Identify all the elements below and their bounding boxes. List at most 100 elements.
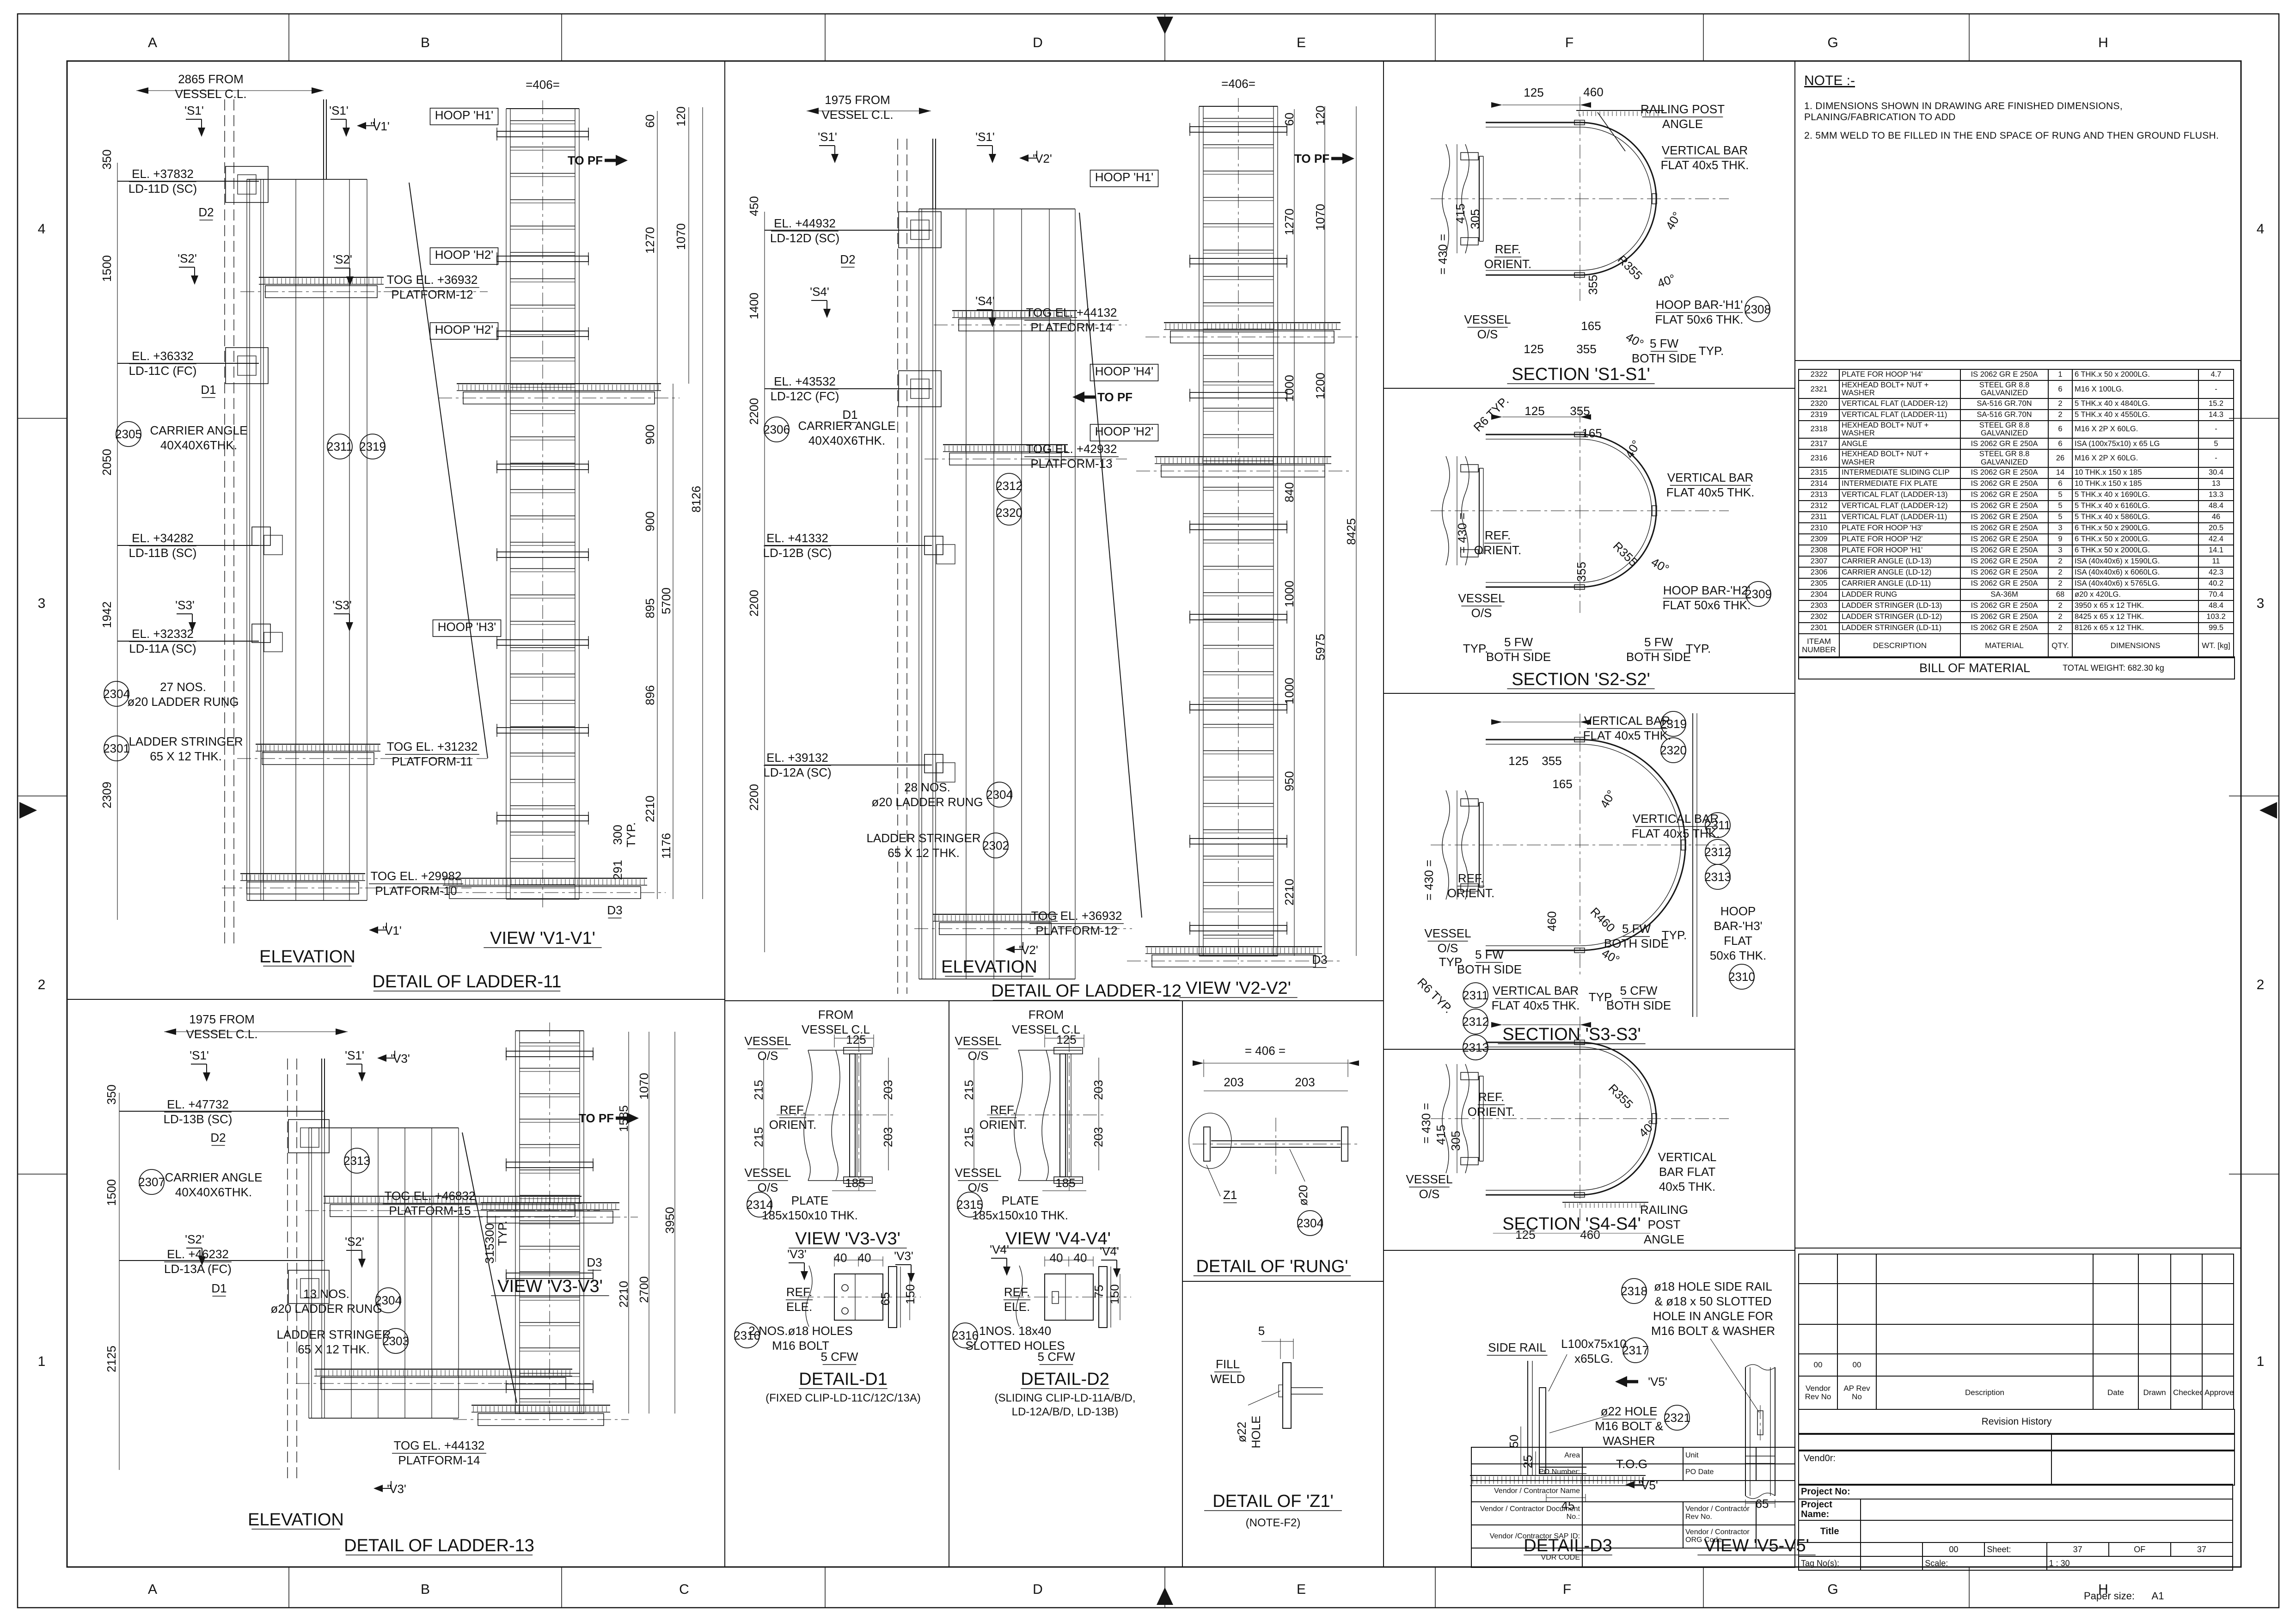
annotation: VERTICAL: [1658, 1150, 1717, 1164]
annotation: O/S: [1477, 327, 1498, 341]
bom-cell: 11: [2198, 555, 2234, 568]
bom-cell: 13: [2198, 477, 2234, 490]
bom-cell: 6: [2048, 477, 2073, 490]
annotation: VESSEL: [955, 1166, 1001, 1180]
bom-cell: 42.4: [2198, 533, 2234, 545]
bom-cell: IS 2062 GR E 250A: [1960, 611, 2049, 623]
dimension-text: 1200: [1313, 373, 1327, 399]
zone-letter-bottom: G: [1827, 1582, 1838, 1597]
bom-cell: 2: [2048, 398, 2073, 410]
bom-cell: 5: [2198, 438, 2234, 450]
zone-letter-bottom: H: [2098, 1582, 2108, 1597]
annotation: 5 FW: [1504, 635, 1533, 649]
annotation: ORIENT.: [1484, 257, 1532, 271]
annotation: LD-12B (SC): [763, 546, 832, 560]
annotation: O/S: [1419, 1187, 1440, 1201]
section-marker: 'S3': [175, 598, 195, 612]
bom-cell: ISA (40x40x6) x 5765LG.: [2072, 577, 2199, 590]
bom-cell: 4.7: [2198, 369, 2234, 381]
dimension-text: 40°: [1663, 209, 1684, 232]
zone-letter-bottom: A: [148, 1582, 157, 1597]
annotation: ORIENT.: [769, 1118, 817, 1132]
zone-letter-bottom: C: [679, 1582, 689, 1597]
balloon-ref: 2304: [103, 687, 130, 701]
annotation: PLATE: [791, 1194, 828, 1207]
bom-cell: M16 X 2P X 60LG.: [2072, 420, 2199, 439]
balloon-ref: 2319: [1660, 717, 1687, 731]
annotation: EL. +44932: [774, 216, 836, 230]
balloon-ref: 2311: [1463, 988, 1488, 1002]
bom-cell: SA-36M: [1960, 588, 2049, 601]
annotation: ø20 LADDER RUNG: [270, 1302, 382, 1316]
annotation: 1NOS. 18x40: [979, 1324, 1051, 1338]
annotation: VESSEL C.L.: [821, 108, 893, 122]
bom-cell: 3: [2048, 544, 2073, 557]
bom-cell: VERTICAL FLAT (LADDER-12): [1839, 398, 1961, 410]
annotation: HOOP BAR-'H1': [1656, 298, 1743, 312]
bom-cell: 2: [2048, 555, 2073, 568]
annotation: VESSEL C.L.: [186, 1027, 257, 1041]
bom-cell: CARRIER ANGLE (LD-12): [1839, 566, 1961, 579]
bom-cell: SA-516 GR.70N: [1960, 398, 2049, 410]
section-marker: 'V4': [990, 1243, 1009, 1256]
annotation: REF.: [990, 1103, 1016, 1117]
hoop-tag: HOOP 'H3': [438, 620, 496, 634]
dimension-text: = 430 =: [1436, 234, 1450, 275]
annotation: M16 BOLT &: [1595, 1419, 1663, 1433]
bom-header-cell: DIMENSIONS: [2072, 633, 2199, 658]
annotation: 5 FW: [1650, 337, 1679, 350]
bom-cell: 14.3: [2198, 409, 2234, 421]
annotation: TO PF: [579, 1111, 614, 1125]
bom-cell: 5 THK.x 40 x 1690LG.: [2072, 489, 2199, 501]
info-row: Vendor / Contractor Name: [1471, 1480, 1795, 1502]
annotation: 185x150x10 THK.: [762, 1208, 858, 1222]
annotation: TOG EL. +42932: [1026, 442, 1117, 456]
annotation: 5: [1258, 1324, 1265, 1338]
bom-cell: 2319: [1798, 409, 1840, 421]
annotation: 40X40X6THK.: [175, 1185, 252, 1199]
dimension-text: 2210: [617, 1281, 631, 1308]
bom-cell: 6 THK.x 50 x 2900LG.: [2072, 522, 2199, 534]
annotation: 5 CFW: [1620, 984, 1658, 998]
vendor-label: Vend0r:: [1804, 1453, 1836, 1463]
paper-size-value: A1: [2152, 1590, 2164, 1602]
annotation: FLAT 40x5 THK.: [1632, 826, 1720, 840]
annotation: FROM: [1029, 1008, 1064, 1022]
zone-letter-top: B: [421, 35, 430, 50]
bom-cell: 2302: [1798, 611, 1840, 623]
annotation: D3: [607, 903, 622, 917]
bom-cell: 2: [2048, 566, 2073, 579]
annotation: LD-12A/B/D, LD-13B): [1012, 1406, 1119, 1418]
dimension-text: R6 TYP.: [1414, 975, 1455, 1016]
bom-cell: 20.5: [2198, 522, 2234, 534]
dimension-text: 355: [1574, 562, 1588, 581]
annotation: VESSEL C.L.: [175, 87, 246, 101]
bom-cell: 6 THK.x 50 x 2000LG.: [2072, 544, 2199, 557]
annotation: WELD: [1210, 1372, 1245, 1386]
annotation: VERTICAL BAR: [1584, 714, 1670, 728]
dimension-text: 40°: [1636, 1117, 1659, 1140]
bom-cell: STEEL GR 8.8 GALVANIZED: [1960, 420, 2049, 439]
annotation: TOG EL. +29982: [371, 869, 462, 883]
project-name-label: Project Name:: [1798, 1499, 1861, 1521]
annotation: TOG EL. +44132: [1026, 306, 1117, 319]
annotation: 40: [1074, 1251, 1087, 1265]
annotation: 125: [846, 1033, 866, 1047]
annotation: VERTICAL BAR: [1493, 984, 1579, 998]
section-marker: 'S1': [345, 1048, 364, 1062]
note-item: 1. DIMENSIONS SHOWN IN DRAWING ARE FINIS…: [1804, 101, 2123, 122]
bom-cell: M16 X 2P X 60LG.: [2072, 449, 2199, 468]
dimension-text: 1270: [643, 227, 657, 254]
note-item: 2. 5MM WELD TO BE FILLED IN THE END SPAC…: [1804, 130, 2219, 141]
vendor-box: Vend0r:: [1798, 1450, 2235, 1486]
section-marker: 'V4': [1100, 1244, 1119, 1258]
bom-cell: 2310: [1798, 522, 1840, 534]
annotation: CARRIER ANGLE: [798, 419, 896, 433]
annotation: 185: [845, 1176, 865, 1190]
bom-cell: IS 2062 GR E 250A: [1960, 511, 2049, 523]
annotation: BOTH SIDE: [1632, 351, 1696, 365]
bom-cell: 6 THK.x 50 x 2000LG.: [2072, 369, 2199, 381]
